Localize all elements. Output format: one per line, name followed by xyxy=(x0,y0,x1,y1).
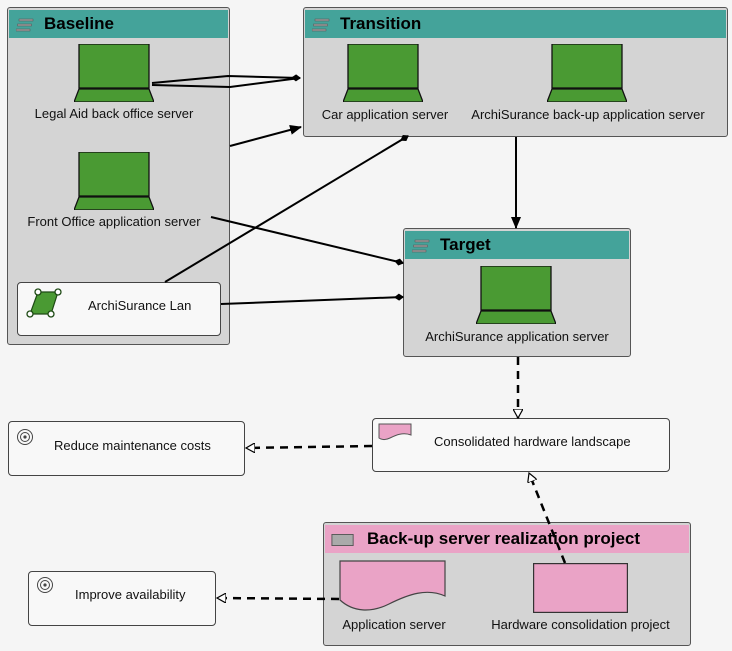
baseline-title: Baseline xyxy=(44,14,114,33)
backup-app-label: ArchiSurance back-up application server xyxy=(471,107,705,122)
improve-availability-label: Improve availability xyxy=(75,587,186,602)
deliverable-icon xyxy=(339,560,446,611)
project-header: Back-up server realization project xyxy=(325,525,689,553)
legal-aid-label: Legal Aid back office server xyxy=(34,106,194,121)
application-server-label: Application server xyxy=(342,617,446,632)
reduce-costs-label: Reduce maintenance costs xyxy=(54,438,211,453)
device-icon xyxy=(73,43,155,103)
node-front-office[interactable] xyxy=(73,151,155,211)
connection-app-server-improve-availability[interactable] xyxy=(217,598,340,599)
node-hardware-consolidation[interactable] xyxy=(533,563,629,613)
project-group[interactable]: Back-up server realization project xyxy=(323,522,691,646)
node-archisurance-lan[interactable]: ArchiSurance Lan xyxy=(17,282,221,336)
baseline-header: Baseline xyxy=(9,10,228,38)
node-archi-app[interactable] xyxy=(475,265,557,325)
work-package-icon xyxy=(331,534,354,546)
node-application-server-deliverable[interactable] xyxy=(339,560,447,614)
work-package-icon xyxy=(533,563,629,613)
plateau-icon xyxy=(312,18,330,32)
archi-app-label: ArchiSurance application server xyxy=(425,329,609,344)
connection-baseline-transition[interactable] xyxy=(229,125,302,147)
connection-lan-target[interactable] xyxy=(220,293,404,305)
transition-title: Transition xyxy=(340,14,422,33)
project-title: Back-up server realization project xyxy=(367,529,641,548)
node-consolidated-hardware[interactable]: Consolidated hardware landscape xyxy=(372,418,670,472)
plateau-icon xyxy=(16,18,34,32)
transition-header: Transition xyxy=(305,10,726,38)
node-car-app[interactable] xyxy=(342,43,424,103)
car-app-label: Car application server xyxy=(321,107,449,122)
plateau-icon xyxy=(412,239,430,253)
target-title: Target xyxy=(440,235,491,254)
device-icon xyxy=(475,265,557,325)
device-icon xyxy=(342,43,424,103)
transition-group[interactable]: Transition xyxy=(303,7,728,137)
target-header: Target xyxy=(405,231,629,259)
connection-front-office-target[interactable] xyxy=(210,216,404,266)
hardware-consolidation-label: Hardware consolidation project xyxy=(491,617,670,632)
device-icon xyxy=(546,43,628,103)
consolidated-label: Consolidated hardware landscape xyxy=(434,434,631,449)
goal-icon xyxy=(37,577,53,593)
lan-label: ArchiSurance Lan xyxy=(88,298,192,313)
goal-icon xyxy=(17,429,33,445)
connection-consolidated-reduce-costs[interactable] xyxy=(246,446,373,448)
deliverable-icon xyxy=(378,423,412,440)
node-improve-availability[interactable]: Improve availability xyxy=(28,571,216,626)
front-office-label: Front Office application server xyxy=(27,214,201,229)
node-backup-app[interactable] xyxy=(546,43,628,103)
node-legal-aid[interactable] xyxy=(73,43,155,103)
network-icon xyxy=(26,288,62,318)
device-icon xyxy=(73,151,155,211)
node-reduce-costs[interactable]: Reduce maintenance costs xyxy=(8,421,245,476)
